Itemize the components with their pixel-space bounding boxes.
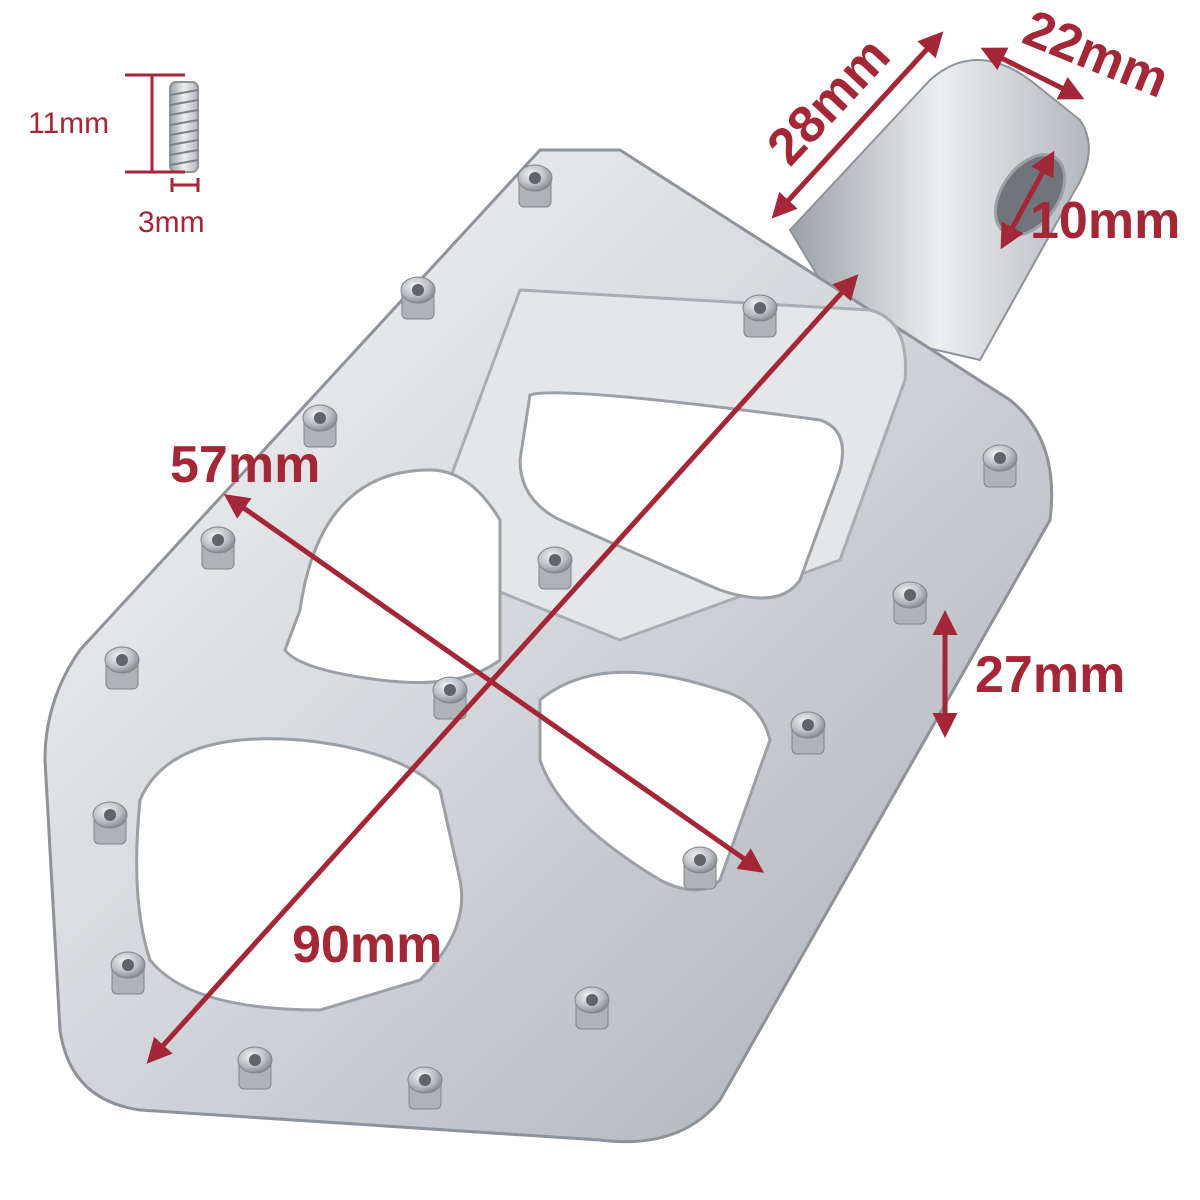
bolt-icon (237, 1046, 273, 1090)
dimension-lines (146, 31, 1085, 1064)
dim-line-10mm (1000, 150, 1055, 250)
bolt-icon (517, 164, 553, 208)
bolt-icon (200, 526, 236, 570)
bolt-icon (104, 646, 140, 690)
length-label: 90mm (292, 916, 442, 974)
bolt-icon (982, 444, 1018, 488)
bolt-icon (537, 546, 573, 590)
bolt-icon (110, 951, 146, 995)
bolt-icon (400, 276, 436, 320)
dim-line-22mm (980, 47, 1085, 100)
height-label: 27mm (975, 646, 1125, 704)
screw-length-label: 11mm (28, 107, 109, 140)
bolt-icon (407, 1066, 443, 1110)
bolt-icon (574, 986, 610, 1030)
bolt-icon (790, 711, 826, 755)
hole-diameter-label: 10mm (1030, 192, 1180, 250)
screw-diameter-label: 3mm (138, 206, 205, 239)
set-screw-icon (125, 73, 200, 192)
bolt-icon (92, 801, 128, 845)
dim-line-28mm (771, 31, 944, 219)
bolt-icon (892, 581, 928, 625)
width-label: 57mm (170, 436, 320, 494)
dim-line-90mm (146, 274, 859, 1064)
bolt-icon (742, 294, 778, 338)
bolt-icon (682, 846, 718, 890)
